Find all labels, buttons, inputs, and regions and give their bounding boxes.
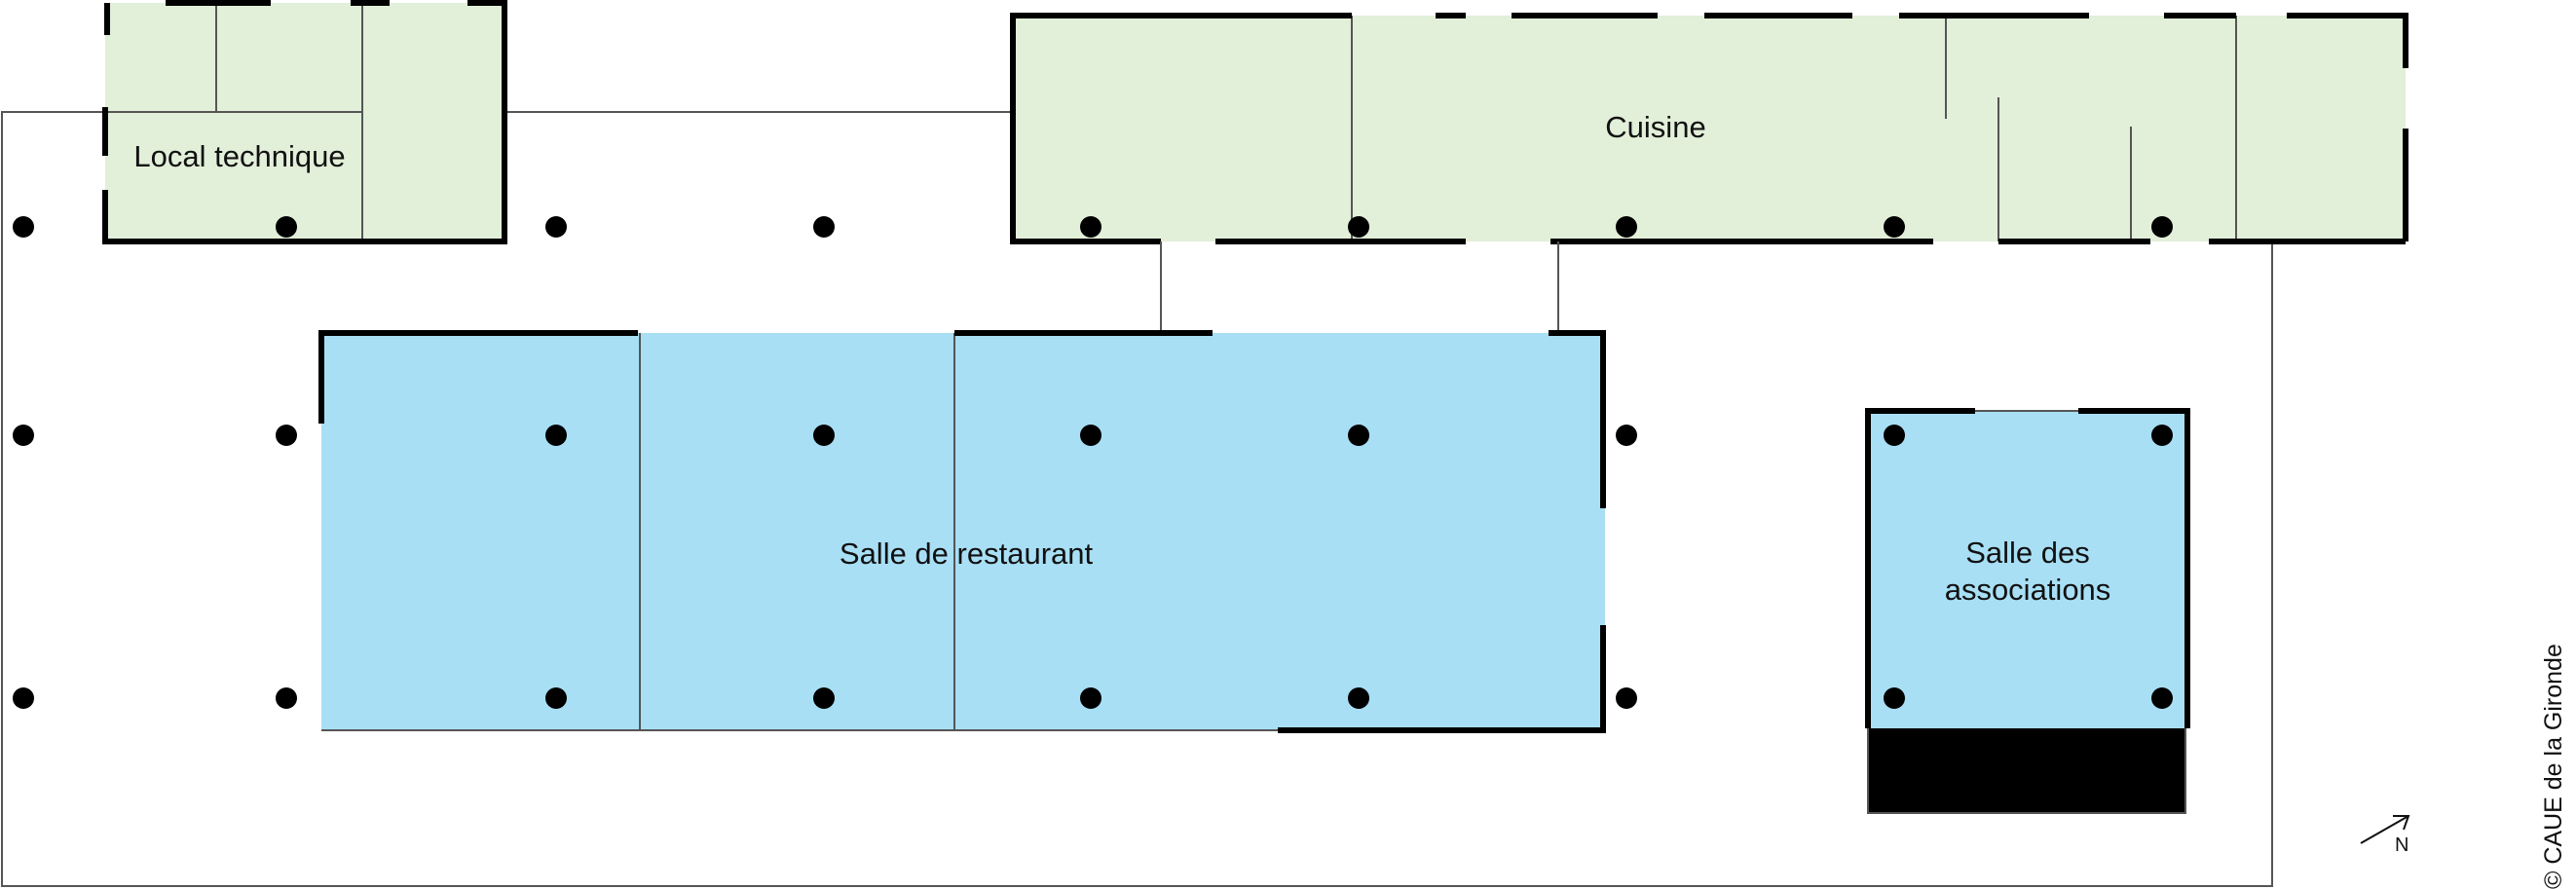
room-label-salle-restaurant: Salle de restaurant — [839, 537, 1094, 571]
salle-associations-walls — [1865, 408, 2190, 728]
room-label-cuisine: Cuisine — [1605, 110, 1706, 144]
north-arrow-icon — [2360, 815, 2410, 844]
salle-restaurant-walls — [318, 330, 1606, 733]
copyright-credit: © CAUE de la Gironde — [2540, 644, 2567, 889]
cuisine-fill — [1013, 16, 2406, 241]
local-technique-fill — [105, 3, 506, 241]
structural-columns — [13, 216, 2173, 709]
salle-restaurant-partitions — [321, 333, 1278, 731]
cuisine-partitions — [1351, 16, 2237, 241]
cuisine-walls — [1010, 13, 2408, 244]
local-technique-walls — [102, 0, 507, 244]
room-label-local-technique: Local technique — [133, 139, 346, 173]
room-label-salle-associations: Salle des associations — [1944, 536, 2111, 607]
site-outline — [1, 111, 2273, 887]
salle-associations-partitions — [1867, 410, 2186, 814]
connector-lines — [1160, 241, 1559, 333]
north-label: N — [2395, 834, 2409, 856]
salle-restaurant-fill — [321, 333, 1605, 730]
local-technique-partitions — [105, 3, 363, 241]
